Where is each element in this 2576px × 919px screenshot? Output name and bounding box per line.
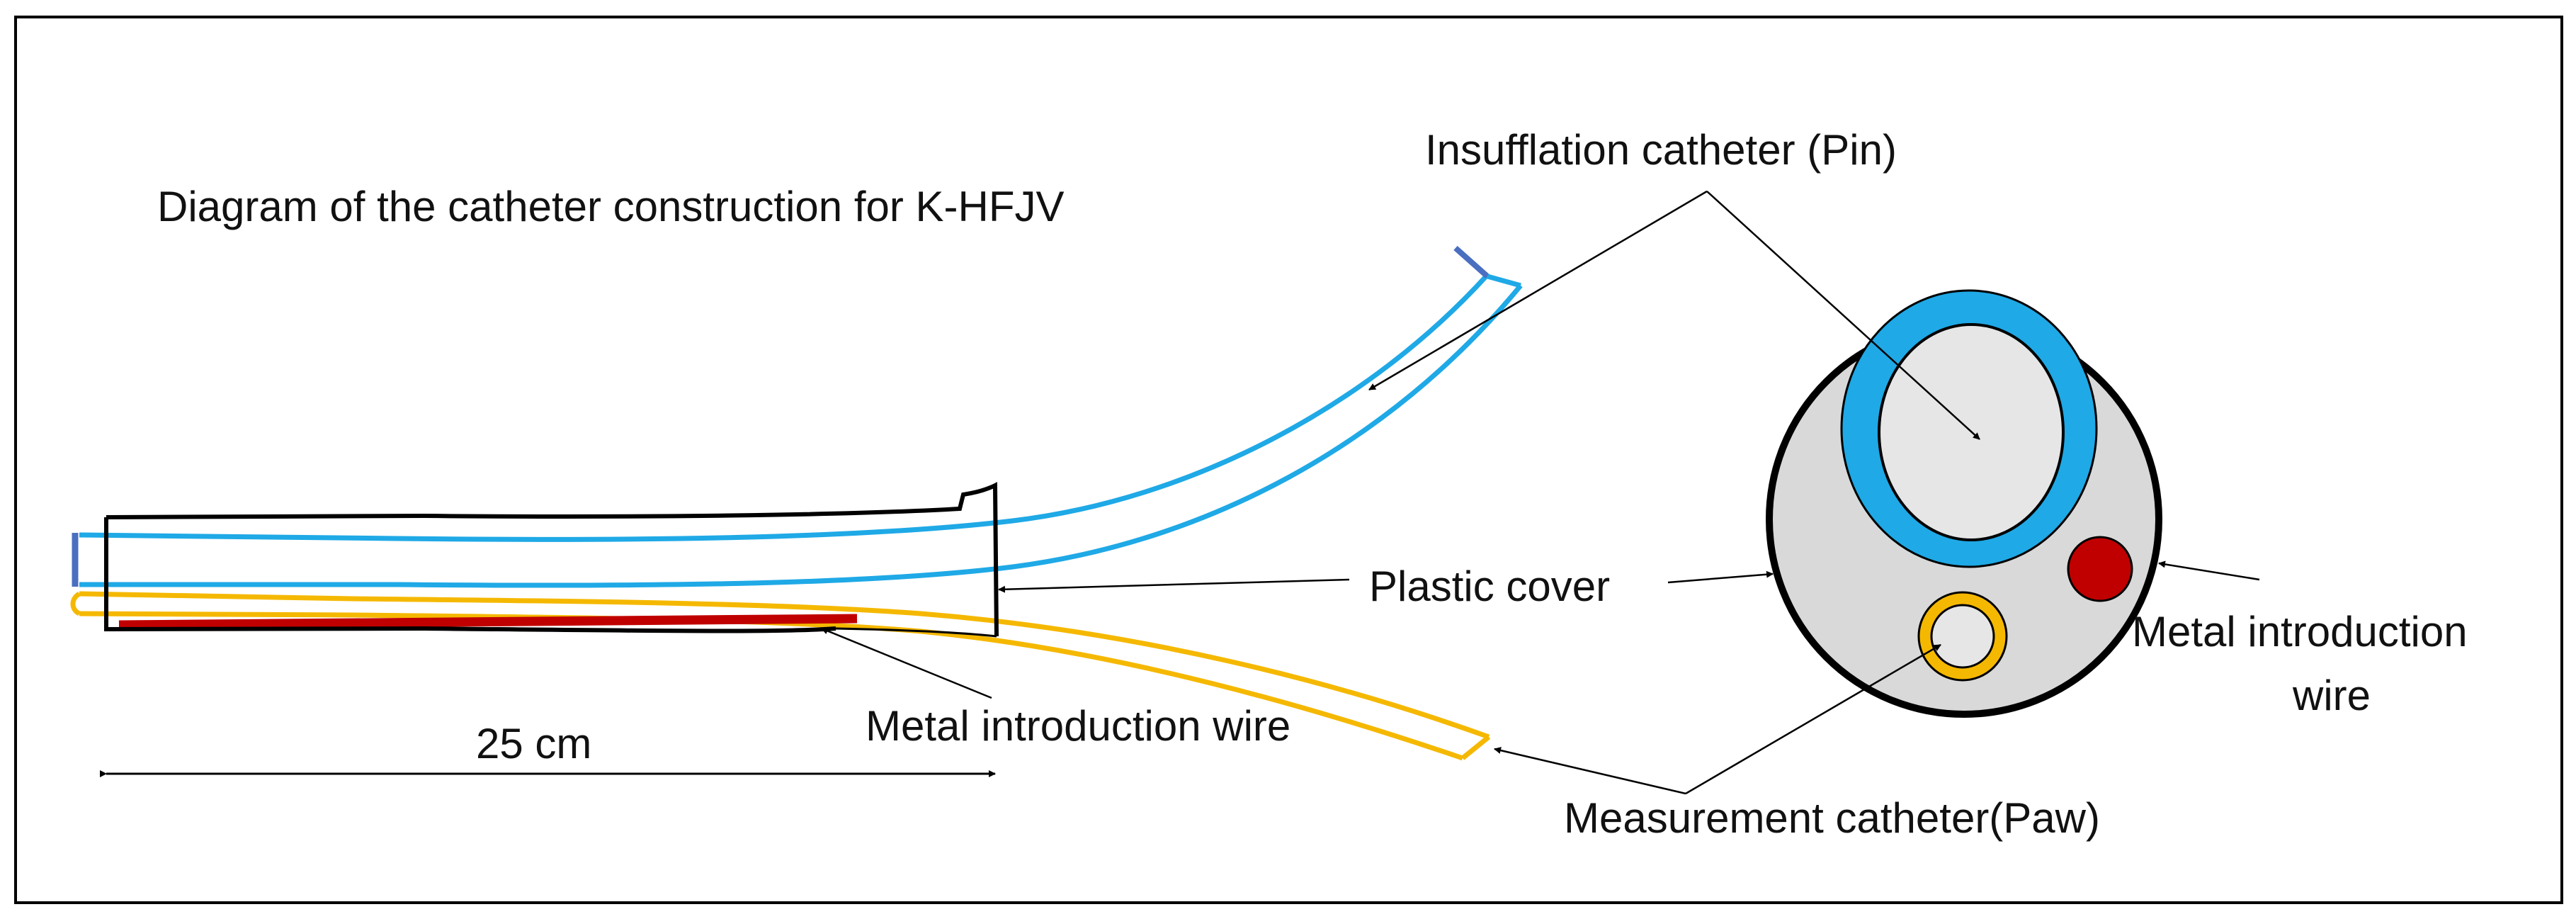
metal-wire-leader-tube	[821, 627, 992, 699]
insufflation-leader-section	[1706, 191, 1980, 440]
plastic-cover-upper-edge	[106, 482, 999, 637]
insufflation-catheter-lower-wall	[79, 283, 1523, 588]
insufflation-leader-tube	[1368, 190, 1708, 391]
measurement-catheter-proximal-end	[70, 591, 81, 616]
label-length: 25 cm	[476, 720, 591, 767]
label-plastic-cover: Plastic cover	[1369, 563, 1610, 610]
plastic-cover-leader-tube	[998, 578, 1350, 593]
cross-section-metal-wire	[2067, 536, 2133, 602]
insufflation-catheter-tip-edge	[1487, 274, 1521, 288]
label-metal-wire-section-line1: Metal introduction	[2132, 608, 2468, 655]
plastic-cover-end-edge	[835, 627, 997, 638]
diagram-title: Diagram of the catheter construction for…	[157, 183, 1065, 230]
plastic-cover-lower-edge	[104, 517, 836, 633]
label-measurement-catheter: Measurement catheter(Paw)	[1564, 794, 2100, 842]
label-metal-wire-tube: Metal introduction wire	[866, 702, 1290, 750]
cross-section-measurement-lumen	[1930, 604, 1995, 669]
measurement-leader-tube	[1494, 747, 1686, 795]
measurement-leader-section	[1685, 643, 1941, 795]
measurement-catheter-distal-end	[1460, 735, 1491, 760]
figure-frame	[14, 16, 2563, 904]
metal-wire-leader-section	[2158, 560, 2260, 581]
insufflation-catheter-upper-wall	[79, 273, 1490, 542]
plastic-cover-leader-section	[1667, 570, 1774, 584]
insufflation-catheter-distal-tip	[1453, 246, 1490, 278]
metal-wire-longitudinal	[118, 614, 858, 630]
label-insufflation-catheter: Insufflation catheter (Pin)	[1425, 126, 1897, 174]
label-metal-wire-section-line2: wire	[2292, 672, 2371, 719]
measurement-catheter-upper-wall	[79, 591, 1490, 740]
